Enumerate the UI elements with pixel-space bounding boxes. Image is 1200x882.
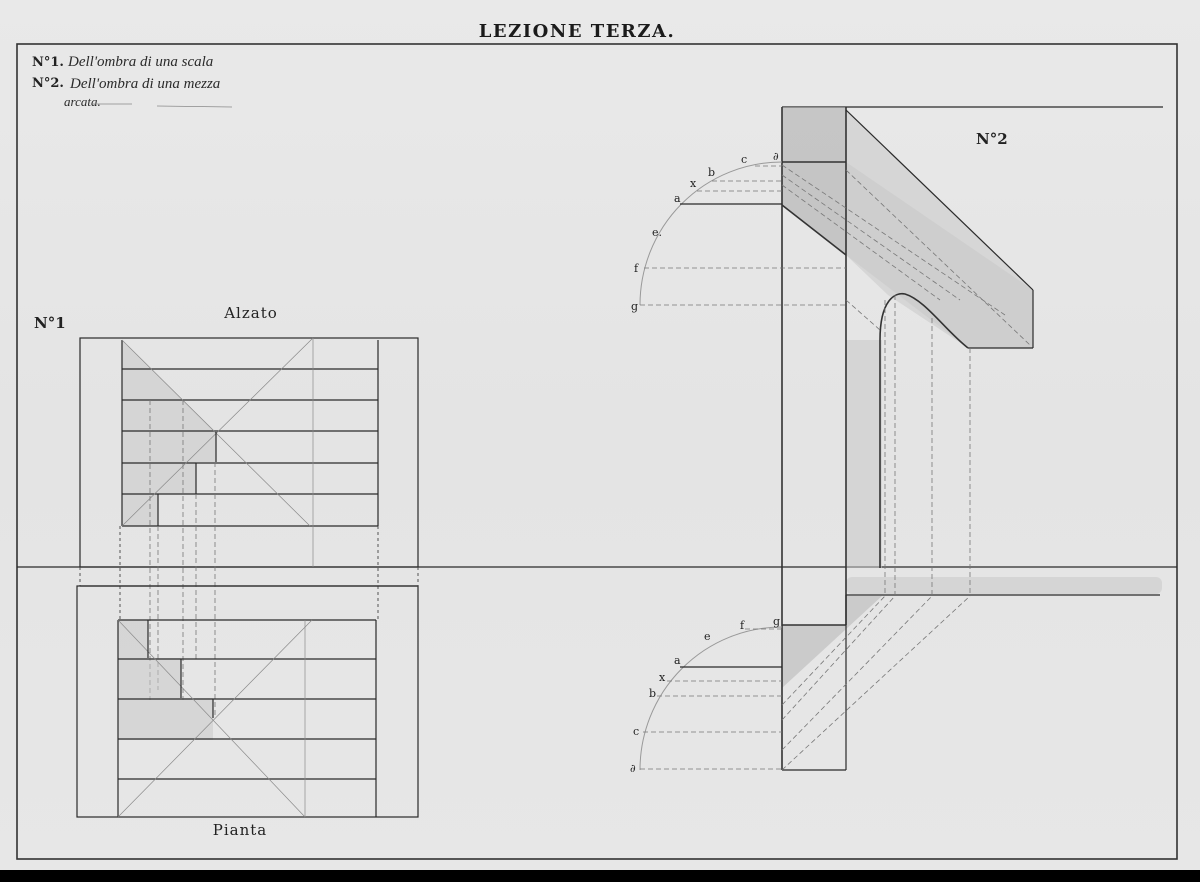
plan-view bbox=[76, 585, 419, 818]
base-shadow bbox=[782, 596, 882, 688]
elevation-caption: Alzato bbox=[223, 304, 278, 322]
arch-face-wash bbox=[846, 110, 1033, 348]
point-label: c bbox=[633, 725, 639, 738]
point-label: g bbox=[773, 615, 780, 628]
shadow-wash bbox=[122, 340, 216, 526]
point-label: g bbox=[631, 300, 638, 313]
point-label: b bbox=[649, 687, 656, 700]
outer-frame bbox=[16, 43, 1178, 860]
point-label: ∂ bbox=[630, 762, 636, 775]
figure-1-label: N°1 bbox=[34, 314, 66, 332]
arch-extrados bbox=[845, 109, 1034, 291]
point-label: b bbox=[708, 166, 715, 179]
shadow-edge bbox=[781, 204, 847, 256]
impost-shadow bbox=[782, 162, 846, 255]
note-2-number: N°2. bbox=[32, 76, 64, 91]
note-2-continuation: arcata. bbox=[64, 94, 101, 109]
diagonal bbox=[121, 337, 314, 527]
construction-line bbox=[781, 595, 971, 771]
point-label: a bbox=[674, 192, 681, 205]
point-label: x bbox=[659, 671, 666, 684]
plan-caption: Pianta bbox=[213, 821, 267, 839]
construction-line bbox=[845, 299, 881, 331]
note-underline bbox=[156, 105, 233, 108]
capital-shadow bbox=[782, 107, 846, 162]
figure-2-label: N°2 bbox=[976, 130, 1008, 148]
figure-2-half-arch: N°2 bbox=[630, 106, 1163, 775]
note-1-number: N°1. bbox=[32, 55, 64, 70]
shadow-wash bbox=[118, 620, 213, 740]
lower-construction-arc: g f e a x b c ∂ bbox=[630, 615, 783, 775]
elevation-frame bbox=[79, 337, 419, 568]
diagonal bbox=[117, 619, 313, 818]
point-label: c bbox=[741, 153, 747, 166]
notes-block: N°1. Dell'ombra di una scala N°2. Dell'o… bbox=[32, 54, 233, 109]
construction-line bbox=[781, 184, 941, 301]
sheet-title: LEZIONE TERZA. bbox=[479, 21, 676, 42]
point-label: ∂ bbox=[773, 150, 779, 163]
pier-shadow bbox=[846, 340, 882, 568]
plan-frame bbox=[76, 585, 419, 818]
construction-line bbox=[781, 595, 896, 721]
construction-line bbox=[781, 164, 1006, 316]
upper-construction-arc: ∂ c b x a e. f g bbox=[631, 150, 846, 313]
construction-line bbox=[845, 169, 1031, 346]
diagonal bbox=[117, 619, 306, 818]
note-2-text: Dell'ombra di una mezza bbox=[69, 76, 220, 92]
point-label: a bbox=[674, 654, 681, 667]
point-label: e. bbox=[652, 226, 662, 239]
point-label: e bbox=[704, 630, 711, 643]
point-label: f bbox=[634, 262, 639, 275]
ground-shadow-band bbox=[846, 577, 1162, 594]
figure-1-staircase: N°1 Alzato Pianta bbox=[34, 304, 419, 839]
note-1-text: Dell'ombra di una scala bbox=[67, 54, 213, 70]
point-label: f bbox=[740, 619, 745, 632]
construction-line bbox=[781, 595, 933, 751]
construction-line bbox=[781, 595, 886, 706]
arch-intrados bbox=[879, 292, 969, 568]
arc bbox=[639, 626, 783, 771]
point-label: x bbox=[690, 177, 697, 190]
construction-line bbox=[781, 174, 961, 301]
